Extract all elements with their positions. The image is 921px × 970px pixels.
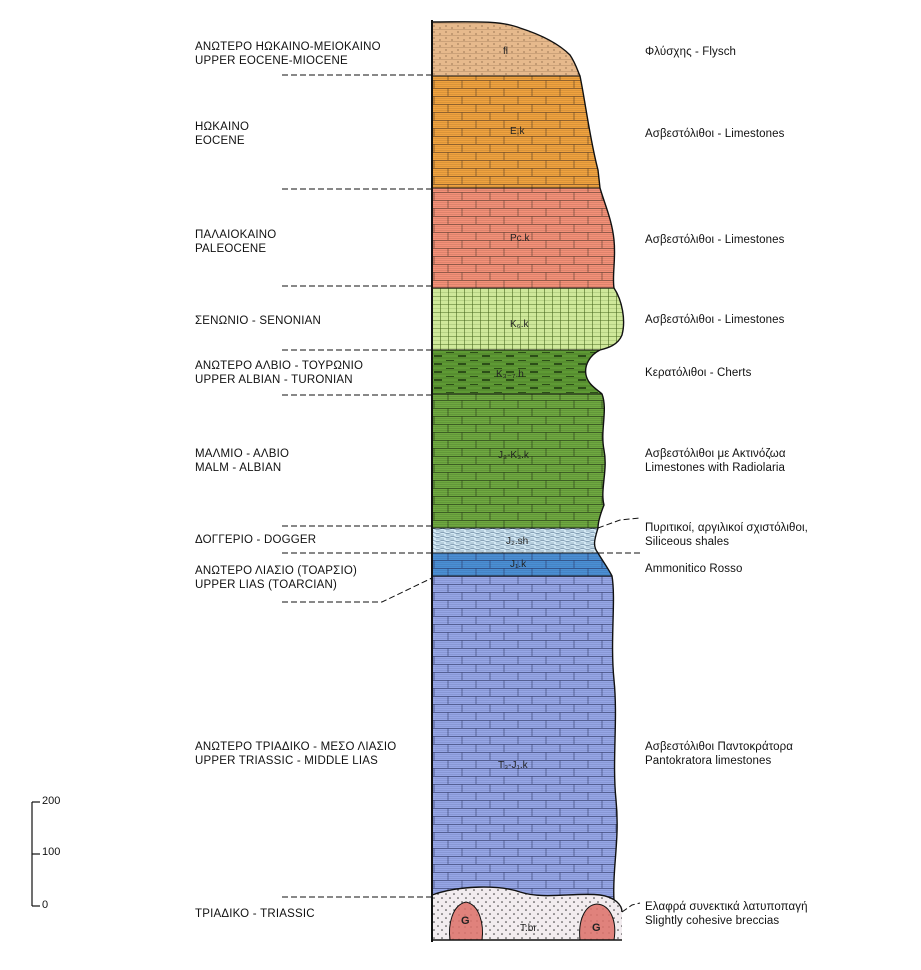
lith-line1: Ασβεστόλιθοι - Limestones [645, 128, 785, 140]
lith-label-ammonitico-rosso: Ammonitico Rosso [645, 562, 742, 576]
age-english: UPPER LIAS (TOARCIAN) [195, 579, 338, 591]
layer-malm-albian-limestone [432, 394, 606, 528]
lith-line2: Pantokratora limestones [645, 755, 772, 767]
lith-label-flysch: Φλύσχης - Flysch [645, 45, 736, 59]
age-greek: ΑΝΩΤΕΡΟ ΛΙΑΣΙΟ (ΤΟΑΡΣΙΟ) [195, 565, 358, 577]
age-label-dogger: ΔΟΓΓΕΡΙΟ - DOGGER [195, 533, 316, 547]
column-right-profile [431, 21, 625, 901]
lith-line1: Ασβεστόλιθοι - Limestones [645, 234, 785, 246]
lith-line1: Φλύσχης - Flysch [645, 46, 737, 58]
lith-line2: Limestones with Radiolaria [645, 462, 786, 474]
age-label-upper-albian-turonian: ΑΝΩΤΕΡΟ ΑΛΒΙΟ - ΤΟΥΡΩΝΙΟ UPPER ALBIAN - … [195, 359, 363, 387]
lith-line1: Ammonitico Rosso [645, 563, 743, 575]
age-greek: ΜΑΛΜΙΟ - ΑΛΒΙΟ [195, 448, 290, 460]
unit-code-malm: J₃-K₃.k [498, 450, 530, 461]
layer-senonian-limestone [432, 288, 624, 350]
unit-code-pantokrator: T₃-J₁.k [498, 760, 529, 771]
layer-dogger-shales [432, 528, 598, 553]
unit-code-breccia: T.br [520, 923, 537, 934]
lith-line1: Κερατόλιθοι - Cherts [645, 367, 752, 379]
layer-boundaries [432, 75, 614, 577]
lith-line2: Slightly cohesive breccias [645, 915, 780, 927]
scale-label-100: 100 [42, 846, 61, 858]
age-label-paleocene: ΠΑΛΑΙΟΚΑΙΝΟ PALEOCENE [195, 228, 276, 256]
age-greek: ΗΩΚΑΙΝΟ [195, 121, 250, 133]
layer-flysch [432, 21, 580, 76]
layer-pantokrator-limestone [432, 576, 618, 900]
lith-label-paleocene-limestones: Ασβεστόλιθοι - Limestones [645, 233, 785, 247]
lith-label-radiolaria-limestones: Ασβεστόλιθοι με Ακτινόζωα Limestones wit… [645, 447, 786, 475]
age-greek: ΑΝΩΤΕΡΟ ΤΡΙΑΔΙΚΟ - ΜΕΣΟ ΛΙΑΣΙΟ [195, 741, 397, 753]
scale-label-0: 0 [42, 899, 49, 911]
age-english: UPPER ALBIAN - TURONIAN [195, 374, 353, 386]
layer-cherts [432, 350, 602, 394]
age-greek: ΑΝΩΤΕΡΟ ΑΛΒΙΟ - ΤΟΥΡΩΝΙΟ [195, 360, 364, 372]
age-greek: ΔΟΓΓΕΡΙΟ - DOGGER [195, 534, 317, 546]
age-english: PALEOCENE [195, 243, 267, 255]
age-greek: ΤΡΙΑΔΙΚΟ - TRIASSIC [195, 908, 315, 920]
unit-code-flysch: fl [503, 46, 508, 57]
lith-line1: Ασβεστόλιθοι - Limestones [645, 314, 785, 326]
age-label-malm-albian: ΜΑΛΜΙΟ - ΑΛΒΙΟ MALM - ALBIAN [195, 447, 289, 475]
unit-code-dogger: J₂.sh [506, 536, 528, 547]
lith-label-breccias: Ελαφρά συνεκτικά λατυποπαγή Slightly coh… [645, 900, 808, 928]
age-greek: ΠΑΛΑΙΟΚΑΙΝΟ [195, 229, 277, 241]
age-english: UPPER EOCENE-MIOCENE [195, 55, 348, 67]
unit-code-gypsum-right: G [592, 922, 601, 934]
unit-code-eocene: E.k [510, 126, 525, 137]
scale-label-200: 200 [42, 795, 61, 807]
unit-code-senonian: K₆.k [510, 319, 529, 330]
age-label-triassic: ΤΡΙΑΔΙΚΟ - TRIASSIC [195, 907, 315, 921]
lith-label-eocene-limestones: Ασβεστόλιθοι - Limestones [645, 127, 785, 141]
unit-code-cherts: K₃₋₇.h [496, 369, 524, 380]
lith-line1: Ασβεστόλιθοι Παντοκράτορα [645, 741, 794, 753]
lith-label-senonian-limestones: Ασβεστόλιθοι - Limestones [645, 313, 785, 327]
scale-bar [31, 801, 40, 907]
layer-paleocene-limestone [432, 188, 615, 288]
age-english: EOCENE [195, 135, 245, 147]
age-label-senonian: ΣΕΝΩΝΙΟ - SENONIAN [195, 314, 321, 328]
lith-line2: Siliceous shales [645, 536, 730, 548]
age-label-upper-lias: ΑΝΩΤΕΡΟ ΛΙΑΣΙΟ (ΤΟΑΡΣΙΟ) UPPER LIAS (TOA… [195, 564, 357, 592]
age-english: MALM - ALBIAN [195, 462, 282, 474]
gypsum-body-left [449, 901, 483, 941]
age-label-upper-triassic-middle-lias: ΑΝΩΤΕΡΟ ΤΡΙΑΔΙΚΟ - ΜΕΣΟ ΛΙΑΣΙΟ UPPER TRI… [195, 740, 396, 768]
age-boundary-leaders [282, 74, 433, 898]
lith-label-cherts: Κερατόλιθοι - Cherts [645, 366, 751, 380]
lith-line1: Ελαφρά συνεκτικά λατυποπαγή [645, 901, 808, 913]
unit-code-paleocene: Pc.k [510, 233, 530, 244]
lith-label-siliceous-shales: Πυριτικοί, αργιλικοί σχιστόλιθοι, Silice… [645, 521, 808, 549]
age-label-upper-eocene-miocene: ΑΝΩΤΕΡΟ ΗΩΚΑΙΝΟ-ΜΕΙΟΚΑΙΝΟ UPPER EOCENE-M… [195, 40, 381, 68]
lith-line1: Ασβεστόλιθοι με Ακτινόζωα [645, 448, 786, 460]
unit-code-ammonitico: J₁.k [510, 559, 527, 570]
lithology-leaders [597, 517, 641, 913]
age-label-eocene: ΗΩΚΑΙΝΟ EOCENE [195, 120, 249, 148]
age-english: UPPER TRIASSIC - MIDDLE LIAS [195, 755, 379, 767]
layer-eocene-limestone [432, 76, 600, 188]
age-greek: ΑΝΩΤΕΡΟ ΗΩΚΑΙΝΟ-ΜΕΙΟΚΑΙΝΟ [195, 41, 381, 53]
lith-label-pantokratora-limestones: Ασβεστόλιθοι Παντοκράτορα Pantokratora l… [645, 740, 793, 768]
unit-code-gypsum-left: G [461, 915, 470, 927]
lith-line1: Πυριτικοί, αργιλικοί σχιστόλιθοι, [645, 522, 808, 534]
layer-ammonitico-rosso [432, 553, 612, 576]
age-greek: ΣΕΝΩΝΙΟ - SENONIAN [195, 315, 322, 327]
gypsum-body-right [579, 903, 616, 941]
